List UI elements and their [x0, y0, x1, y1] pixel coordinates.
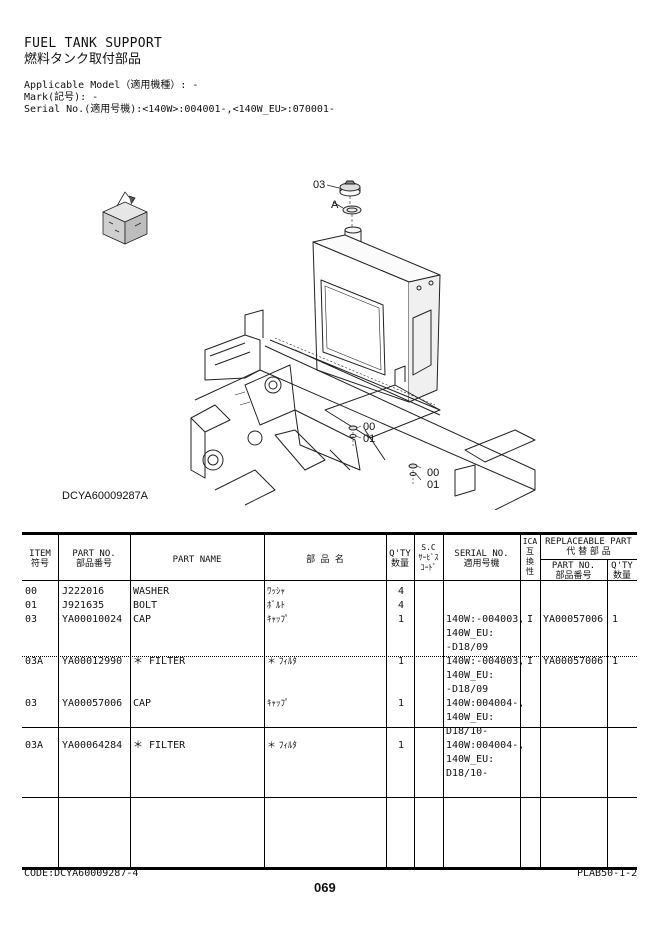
row-5-qty: 1 [398, 740, 405, 751]
footer-code: CODE:DCYA60009287-4 [24, 868, 139, 879]
mark-line: Mark(記号): - [24, 92, 99, 103]
serial-line: Serial No.(適用号機):<140W>:004001-,<140W_EU… [24, 104, 335, 115]
row-0-qty: 4 [398, 586, 405, 597]
row-3-repl-part-no: YA00057006 [543, 656, 604, 667]
orientation-icon [102, 191, 148, 245]
row-0-item: 00 [25, 586, 38, 597]
header-repl-part-no: PART NO.部品番号 [551, 561, 596, 581]
row-3-serial-line-3: -D18/09 [446, 684, 489, 695]
row-3-part-no: YA00012990 [62, 656, 123, 667]
row-2-item: 03 [25, 614, 38, 625]
row-4-name-ja: ｷｬｯﾌﾟ [267, 699, 290, 709]
row-3-name: ＊ FILTER [133, 656, 186, 667]
callout-03: 03 [313, 179, 325, 191]
drawing-code: DCYA60009287A [62, 490, 149, 502]
row-0-name-ja: ﾜｯｼｬ [267, 587, 286, 597]
callout-00-lower: 00 [427, 467, 439, 479]
row-5-serial-line-3: D18/10- [446, 768, 489, 779]
row-0-part-no: J222016 [62, 586, 105, 597]
header-serial-no: SERIAL NO.適用号機 [454, 549, 509, 569]
row-2-serial-line-3: -D18/09 [446, 642, 489, 653]
row-2-ica: I [527, 614, 534, 625]
page-title-japanese: 燃料タンク取付部品 [24, 52, 142, 67]
row-3-name-ja: ＊ ﾌｨﾙﾀ [267, 657, 297, 667]
bolt-washer-pair-2 [408, 463, 418, 484]
row-5-serial-line-1: 140W:004004-, [446, 740, 525, 751]
header-part-name-ja: 部 品 名 [306, 555, 344, 565]
header-part-no: PART NO.部品番号 [72, 549, 116, 569]
row-1-part-no: J921635 [62, 600, 105, 611]
row-3-repl-qty: 1 [612, 656, 619, 667]
row-4-item: 03 [25, 698, 38, 709]
filter-part [342, 205, 362, 215]
row-3-item: 03A [25, 656, 44, 667]
row-5-part-no: YA00064284 [62, 740, 123, 751]
row-3-serial-line-1: 140W:-004003, [446, 656, 525, 667]
row-1-name: BOLT [133, 600, 158, 611]
row-1-item: 01 [25, 600, 38, 611]
page-number: 069 [314, 880, 336, 895]
applicable-model-line: Applicable Model（適用機種）: - [24, 80, 199, 91]
row-4-qty: 1 [398, 698, 405, 709]
row-2-repl-part-no: YA00057006 [543, 614, 604, 625]
row-4-serial-line-1: 140W:004004-, [446, 698, 525, 709]
row-1-qty: 4 [398, 600, 405, 611]
callout-01-lower: 01 [427, 479, 439, 491]
row-2-name: CAP [133, 614, 152, 625]
footer-reference: PLAB50-1-2 [577, 868, 638, 879]
row-2-serial-line-1: 140W:-004003, [446, 614, 525, 625]
row-2-name-ja: ｷｬｯﾌﾟ [267, 615, 290, 625]
row-5-item: 03A [25, 740, 44, 751]
row-5-serial-line-2: 140W_EU: [446, 754, 495, 765]
exploded-parts-illustration: 03 A 00 01 00 01 [102, 179, 536, 510]
row-5-name-ja: ＊ ﾌｨﾙﾀ [267, 741, 297, 751]
row-0-name: WASHER [133, 586, 170, 597]
row-2-repl-qty: 1 [612, 614, 619, 625]
cap-part [339, 180, 361, 197]
row-2-part-no: YA00010024 [62, 614, 123, 625]
row-4-part-no: YA00057006 [62, 698, 123, 709]
callout-00-upper: 00 [363, 421, 375, 433]
callout-A: A [331, 199, 339, 211]
row-3-serial-line-2: 140W_EU: [446, 670, 495, 681]
callout-01-upper: 01 [363, 433, 375, 445]
row-2-serial-line-2: 140W_EU: [446, 628, 495, 639]
row-4-serial-line-2: 140W_EU: [446, 712, 495, 723]
row-3-ica: I [527, 656, 534, 667]
page-title: FUEL TANK SUPPORT [24, 36, 163, 51]
header-part-name: PART NAME [172, 555, 222, 565]
row-4-serial-line-3: D18/10- [446, 726, 489, 737]
row-2-qty: 1 [398, 614, 405, 625]
row-1-name-ja: ﾎﾞﾙﾄ [267, 601, 286, 611]
row-4-name: CAP [133, 698, 152, 709]
row-3-qty: 1 [398, 656, 405, 667]
row-5-name: ＊ FILTER [133, 740, 186, 751]
fuel-tank [312, 226, 441, 403]
chassis-frame [190, 309, 536, 510]
